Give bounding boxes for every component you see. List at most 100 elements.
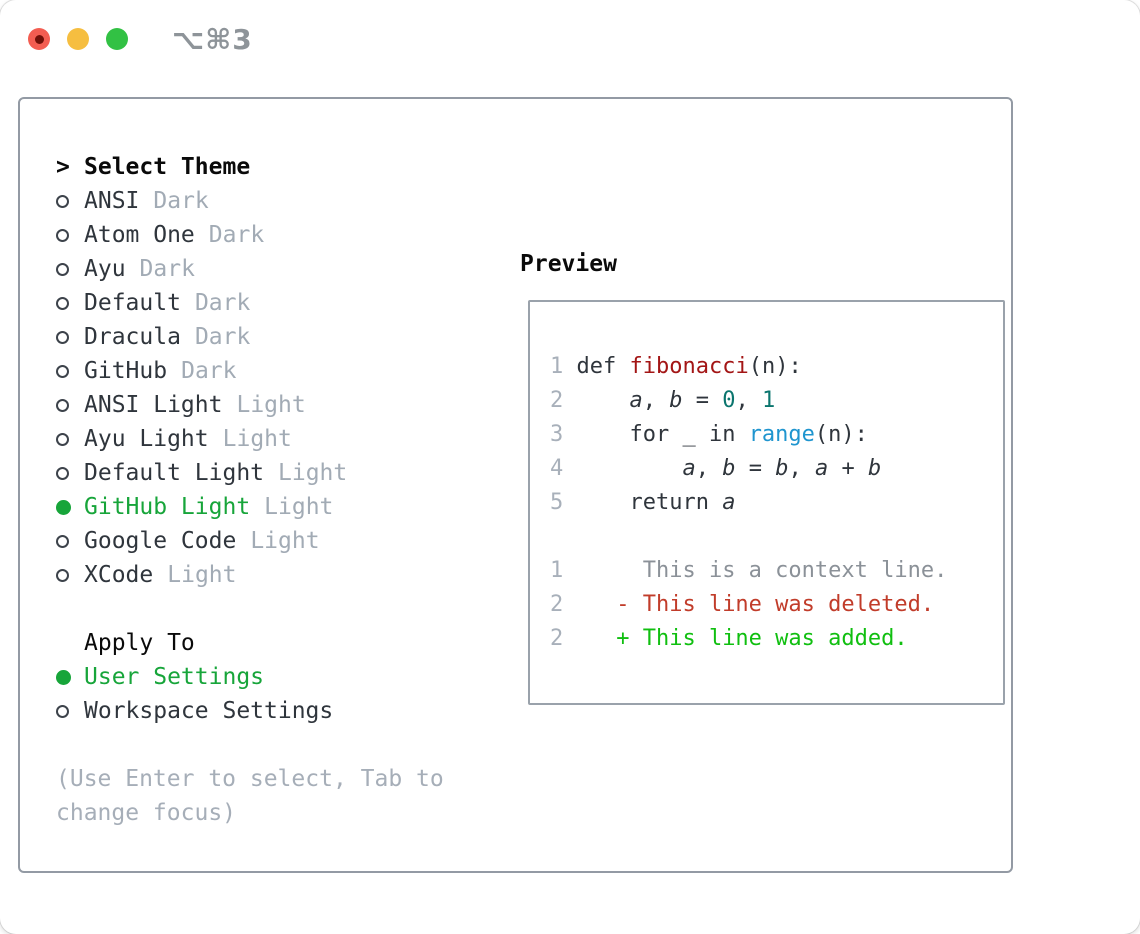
theme-option-dracula[interactable]: Dracula Dark [56,320,444,354]
option-label: Default [84,290,181,316]
code-token-func: fibonacci [629,354,749,379]
radio-unselected-icon [56,568,69,582]
code-token-plain: + [828,456,868,481]
code-line: 1 def fibonacci(n): [550,350,947,384]
code-line: 2 + This line was added. [550,622,947,656]
apply-to-header: Apply To [56,626,444,660]
theme-option-ansi-light[interactable]: ANSI Light Light [56,388,444,422]
radio-unselected-icon [56,296,69,310]
code-token-plain: , [642,388,670,413]
code-line: 3 for _ in range(n): [550,418,947,452]
code-token-var: a [629,388,643,413]
preview-title: Preview [520,251,617,277]
traffic-light-minimize-button[interactable] [67,28,89,50]
code-token-plain: for _ in [563,422,749,447]
preview-box: 1 def fibonacci(n): 2 a, b = 0, 1 3 for _ … [528,300,1005,705]
line-number: 2 [550,388,564,413]
option-label: Default Light [84,460,265,486]
option-label: ANSI Light [84,392,223,418]
option-label: Dracula [84,324,181,350]
code-token-plain [563,456,682,481]
theme-variant-tag: Dark [139,256,195,282]
theme-option-default[interactable]: Default Dark [56,286,444,320]
spacer [56,592,444,626]
code-token-context: This is a context line. [563,558,948,583]
code-token-add: + This line was added. [563,626,908,651]
radio-unselected-icon [56,330,69,344]
radio-unselected-icon [56,398,69,412]
radio-unselected-icon [56,262,69,276]
code-line: 1 This is a context line. [550,554,947,588]
code-line [550,520,947,554]
theme-variant-tag: Dark [194,324,251,350]
theme-option-google-code[interactable]: Google Code Light [56,524,444,558]
code-token-plain: = [735,456,776,481]
theme-variant-tag: Dark [181,358,237,384]
line-number: 5 [550,490,564,515]
code-token-plain: (n): [748,354,802,379]
theme-option-github-light[interactable]: GitHub Light Light [56,490,444,524]
select-theme-title: Select Theme [84,154,251,180]
traffic-light-zoom-button[interactable] [106,28,128,50]
option-label: Workspace Settings [84,698,334,724]
help-text-line-1: (Use Enter to select, Tab to [56,766,444,792]
code-token-plain [563,388,629,413]
theme-variant-tag: Dark [194,290,251,316]
focus-pointer-icon: > [56,154,70,180]
code-token-plain: (n): [814,422,868,447]
code-token-var: b [867,456,882,481]
titlebar: ⌥⌘3 [28,23,253,56]
line-number: 2 [550,626,564,651]
code-token-plain: = [682,388,723,413]
theme-variant-tag: Light [278,460,348,486]
theme-variant-tag: Dark [208,222,265,248]
theme-variant-tag: Light [264,494,334,520]
code-token-plain: return [563,490,723,515]
help-text-line-2: change focus) [56,800,237,826]
theme-option-atom-one[interactable]: Atom One Dark [56,218,444,252]
radio-unselected-icon [56,704,69,718]
theme-option-ayu-light[interactable]: Ayu Light Light [56,422,444,456]
option-label: Atom One [84,222,195,248]
theme-variant-tag: Light [222,426,292,452]
theme-option-xcode[interactable]: XCode Light [56,558,444,592]
radio-unselected-icon [56,534,69,548]
theme-variant-tag: Light [250,528,320,554]
radio-unselected-icon [56,432,69,446]
option-label: Ayu Light [84,426,209,452]
code-token-var: a [722,490,736,515]
theme-option-github[interactable]: GitHub Dark [56,354,444,388]
option-label: XCode [84,562,154,588]
traffic-lights [28,28,145,50]
code-preview: 1 def fibonacci(n): 2 a, b = 0, 1 3 for _ … [550,350,947,656]
apply-option-user-settings[interactable]: User Settings [56,660,444,694]
theme-variant-tag: Light [167,562,237,588]
radio-unselected-icon [56,194,69,208]
code-line: 4 a, b = b, a + b [550,452,947,486]
select-theme-header: > Select Theme [56,150,444,184]
line-number: 4 [550,456,564,481]
theme-variant-tag: Light [236,392,306,418]
line-number: 1 [550,354,564,379]
option-label: Google Code [84,528,237,554]
traffic-light-close-button[interactable] [28,28,50,50]
apply-option-workspace-settings[interactable]: Workspace Settings [56,694,444,728]
code-token-num: 0 [722,388,736,413]
theme-option-default-light[interactable]: Default Light Light [56,456,444,490]
keyboard-shortcut-label: ⌥⌘3 [172,22,253,56]
option-label: GitHub Light [84,494,251,520]
code-token-var: b [669,388,683,413]
code-token-var: a [682,456,696,481]
code-token-plain: , [695,456,723,481]
code-token-builtin: range [748,422,815,447]
code-token-var: a [814,456,829,481]
code-token-plain: , [735,388,762,413]
line-number: 3 [550,422,564,447]
option-label: GitHub [84,358,168,384]
spacer [56,728,444,762]
radio-selected-icon [56,499,71,515]
